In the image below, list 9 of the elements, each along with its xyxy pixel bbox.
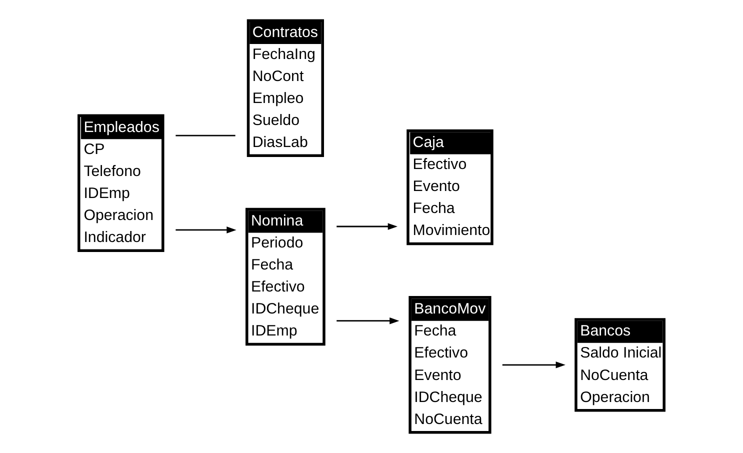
connector bbox=[176, 134, 236, 136]
arrow bbox=[176, 226, 236, 234]
node-box: BancoMov Fecha Efectivo Evento IDCheque NoCuenta bbox=[408, 296, 492, 434]
node-box: Bancos Saldo Inicial NoCuenta Operacion bbox=[574, 318, 666, 412]
node-box: Contratos FechaIng NoCont Empleo Sueldo DiasLab bbox=[246, 19, 324, 157]
node-box: Nomina Periodo Fecha Efectivo IDCheque IDEmp bbox=[246, 208, 326, 346]
arrow bbox=[336, 317, 400, 324]
arrow bbox=[502, 362, 566, 368]
arrow bbox=[336, 223, 398, 230]
